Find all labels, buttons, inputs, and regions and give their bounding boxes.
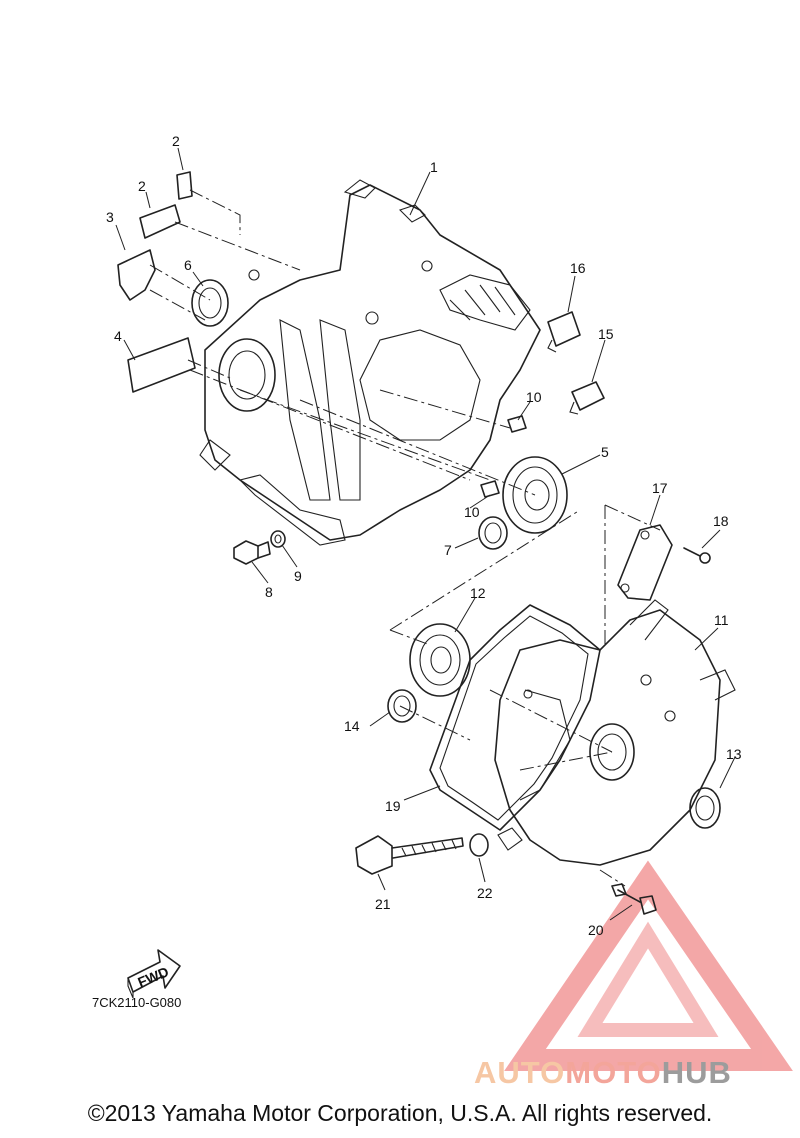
bolt-8 bbox=[233, 540, 271, 565]
oil-seal-7 bbox=[478, 516, 508, 550]
callout-2b: 2 bbox=[138, 178, 146, 194]
crankcase-cover-11 bbox=[494, 599, 736, 866]
screw-18 bbox=[683, 547, 711, 564]
fwd-arrow-icon: FWD bbox=[127, 949, 181, 999]
callout-17: 17 bbox=[652, 480, 668, 496]
oil-seal-6 bbox=[191, 279, 229, 327]
callout-2a: 2 bbox=[172, 133, 180, 149]
bolt-20 bbox=[611, 883, 657, 915]
dowel-pins bbox=[480, 415, 527, 498]
watermark-text: AUTOMOTOHUB bbox=[474, 1055, 732, 1091]
callout-20: 20 bbox=[588, 922, 604, 938]
callout-18: 18 bbox=[713, 513, 729, 529]
oil-seal-14 bbox=[387, 689, 417, 723]
callout-11: 11 bbox=[714, 612, 729, 628]
watermark-auto: AUTO bbox=[474, 1055, 566, 1090]
callout-numbers: 1 2 2 3 4 5 6 7 8 9 10 10 11 12 13 14 15… bbox=[106, 133, 742, 938]
clip-16 bbox=[547, 311, 581, 353]
diagram-code: 7CK2110-G080 bbox=[92, 995, 182, 1010]
watermark-moto: MOTO bbox=[565, 1055, 662, 1090]
o-ring-22 bbox=[469, 833, 489, 857]
callout-7: 7 bbox=[444, 542, 452, 558]
callout-14: 14 bbox=[344, 718, 360, 734]
cover-plate-17 bbox=[617, 524, 673, 601]
dipstick-21 bbox=[355, 835, 464, 875]
callout-4: 4 bbox=[114, 328, 122, 344]
watermark-hub: HUB bbox=[661, 1055, 732, 1090]
callout-1: 1 bbox=[430, 159, 438, 175]
label-plates bbox=[117, 171, 196, 393]
callout-8: 8 bbox=[265, 584, 273, 600]
crankcase-upper bbox=[199, 179, 541, 546]
callout-21: 21 bbox=[375, 896, 391, 912]
callout-22: 22 bbox=[477, 885, 493, 901]
callout-5: 5 bbox=[601, 444, 609, 460]
callout-9: 9 bbox=[294, 568, 302, 584]
copyright-notice: ©2013 Yamaha Motor Corporation, U.S.A. A… bbox=[87, 1100, 713, 1126]
bearing-5 bbox=[502, 456, 568, 534]
callout-19: 19 bbox=[385, 798, 401, 814]
oil-seal-13 bbox=[689, 787, 721, 829]
callout-16: 16 bbox=[570, 260, 586, 276]
callout-10a: 10 bbox=[526, 389, 542, 405]
callout-15: 15 bbox=[598, 326, 614, 342]
callout-13: 13 bbox=[726, 746, 742, 762]
callout-6: 6 bbox=[184, 257, 192, 273]
gasket-19 bbox=[429, 604, 601, 831]
leader-lines bbox=[115, 147, 736, 921]
callout-10b: 10 bbox=[464, 504, 480, 520]
callout-3: 3 bbox=[106, 209, 114, 225]
clip-15 bbox=[569, 381, 605, 415]
callout-12: 12 bbox=[470, 585, 486, 601]
washer-9 bbox=[270, 530, 286, 548]
watermark-logo bbox=[504, 860, 793, 1071]
